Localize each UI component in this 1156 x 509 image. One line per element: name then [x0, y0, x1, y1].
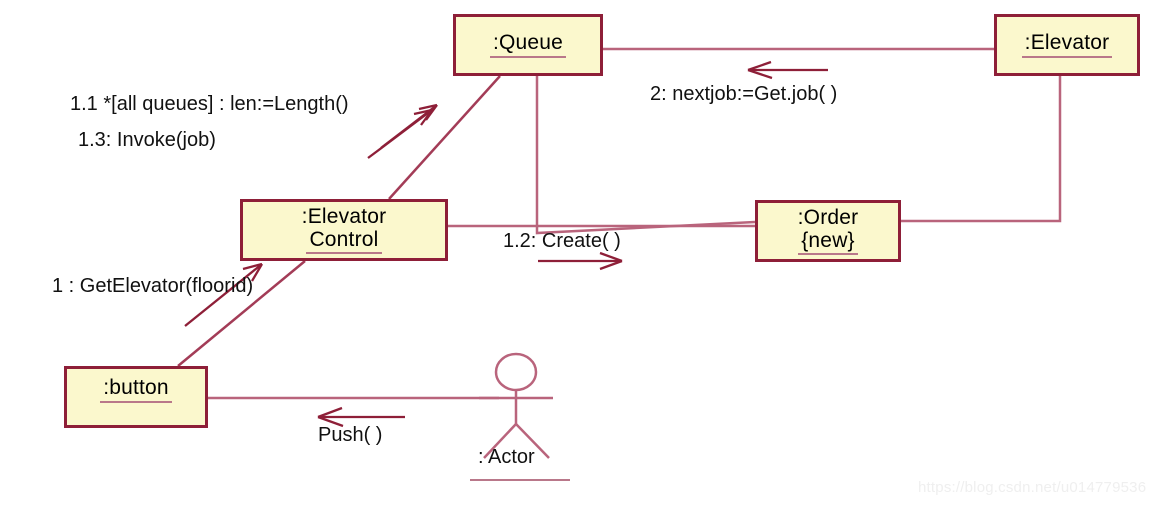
message-arrow-1-2: [538, 251, 623, 271]
actor-figure: [479, 352, 553, 459]
object-label-elevator-control-line2: Control: [306, 228, 382, 254]
message-label-1-1: 1.1 *[all queues] : len:=Length(): [70, 93, 349, 115]
object-box-queue[interactable]: :Queue: [453, 14, 603, 76]
object-box-button[interactable]: :button: [64, 366, 208, 428]
object-label-order-line1: :Order: [797, 206, 859, 230]
message-arrow-2: [747, 60, 828, 80]
object-box-elevator[interactable]: :Elevator: [994, 14, 1140, 76]
object-label-button: :button: [100, 377, 172, 403]
link-control-queue: [388, 75, 501, 200]
message-label-1: 1 : GetElevator(floorid): [52, 275, 254, 297]
object-label-order-stereotype: {new}: [798, 229, 858, 255]
message-label-2: 2: nextjob:=Get.job( ): [650, 83, 838, 105]
actor-label-underline: [470, 479, 570, 481]
message-arrow-1-3: [380, 103, 438, 149]
link-elevator-order: [901, 76, 1062, 223]
message-label-1-3: 1.3: Invoke(job): [78, 129, 216, 151]
message-label-push: Push( ): [318, 424, 383, 446]
actor-label: : Actor: [478, 446, 535, 468]
object-box-elevator-control[interactable]: :Elevator Control: [240, 199, 448, 261]
object-label-elevator: :Elevator: [1021, 32, 1113, 58]
object-label-queue: :Queue: [489, 32, 567, 58]
actor-head-icon: [494, 352, 538, 392]
message-label-1-2: 1.2: Create( ): [503, 230, 621, 252]
object-box-order[interactable]: :Order {new}: [755, 200, 901, 262]
message-arrow-1-1: [367, 108, 433, 159]
object-label-elevator-control-line1: :Elevator: [301, 205, 387, 229]
watermark-text: https://blog.csdn.net/u014779536: [918, 479, 1147, 496]
